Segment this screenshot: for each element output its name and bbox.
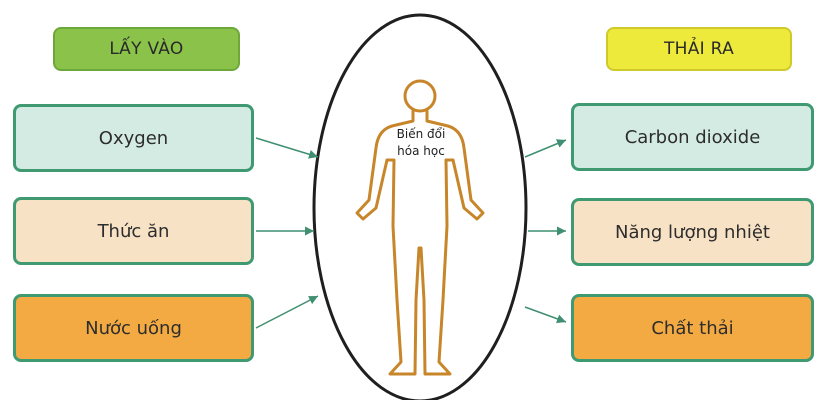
output-box-carbon-dioxide: Carbon dioxide — [571, 103, 814, 171]
arrow-carbon-dioxide — [524, 139, 567, 158]
chemical-transformation-label: Biến đổi hóa học — [376, 126, 466, 160]
output-box-heat-energy: Năng lượng nhiệt — [571, 198, 814, 266]
input-box-water: Nước uống — [13, 294, 254, 362]
header-outputs-label: THẢI RA — [663, 39, 735, 59]
output-box-waste: Chất thải — [571, 294, 814, 362]
input-box-oxygen: Oxygen — [13, 104, 254, 172]
input-label: Thức ăn — [97, 220, 170, 242]
arrow-water — [255, 295, 319, 329]
human-body-icon — [355, 79, 485, 376]
header-inputs: LẤY VÀO — [53, 27, 240, 71]
output-label: Năng lượng nhiệt — [615, 221, 770, 243]
header-inputs-label: LẤY VÀO — [109, 39, 184, 59]
input-label: Oxygen — [98, 127, 169, 149]
output-label: Carbon dioxide — [624, 126, 761, 148]
arrow-waste — [524, 306, 567, 324]
input-label: Nước uống — [85, 317, 182, 339]
output-label: Chất thải — [651, 317, 734, 339]
arrow-oxygen — [255, 137, 319, 159]
body-ellipse — [312, 13, 528, 400]
header-outputs: THẢI RA — [606, 27, 792, 71]
center-label-line1: Biến đổi — [396, 127, 446, 141]
input-box-food: Thức ăn — [13, 197, 254, 265]
center-label-line2: hóa học — [397, 144, 445, 158]
